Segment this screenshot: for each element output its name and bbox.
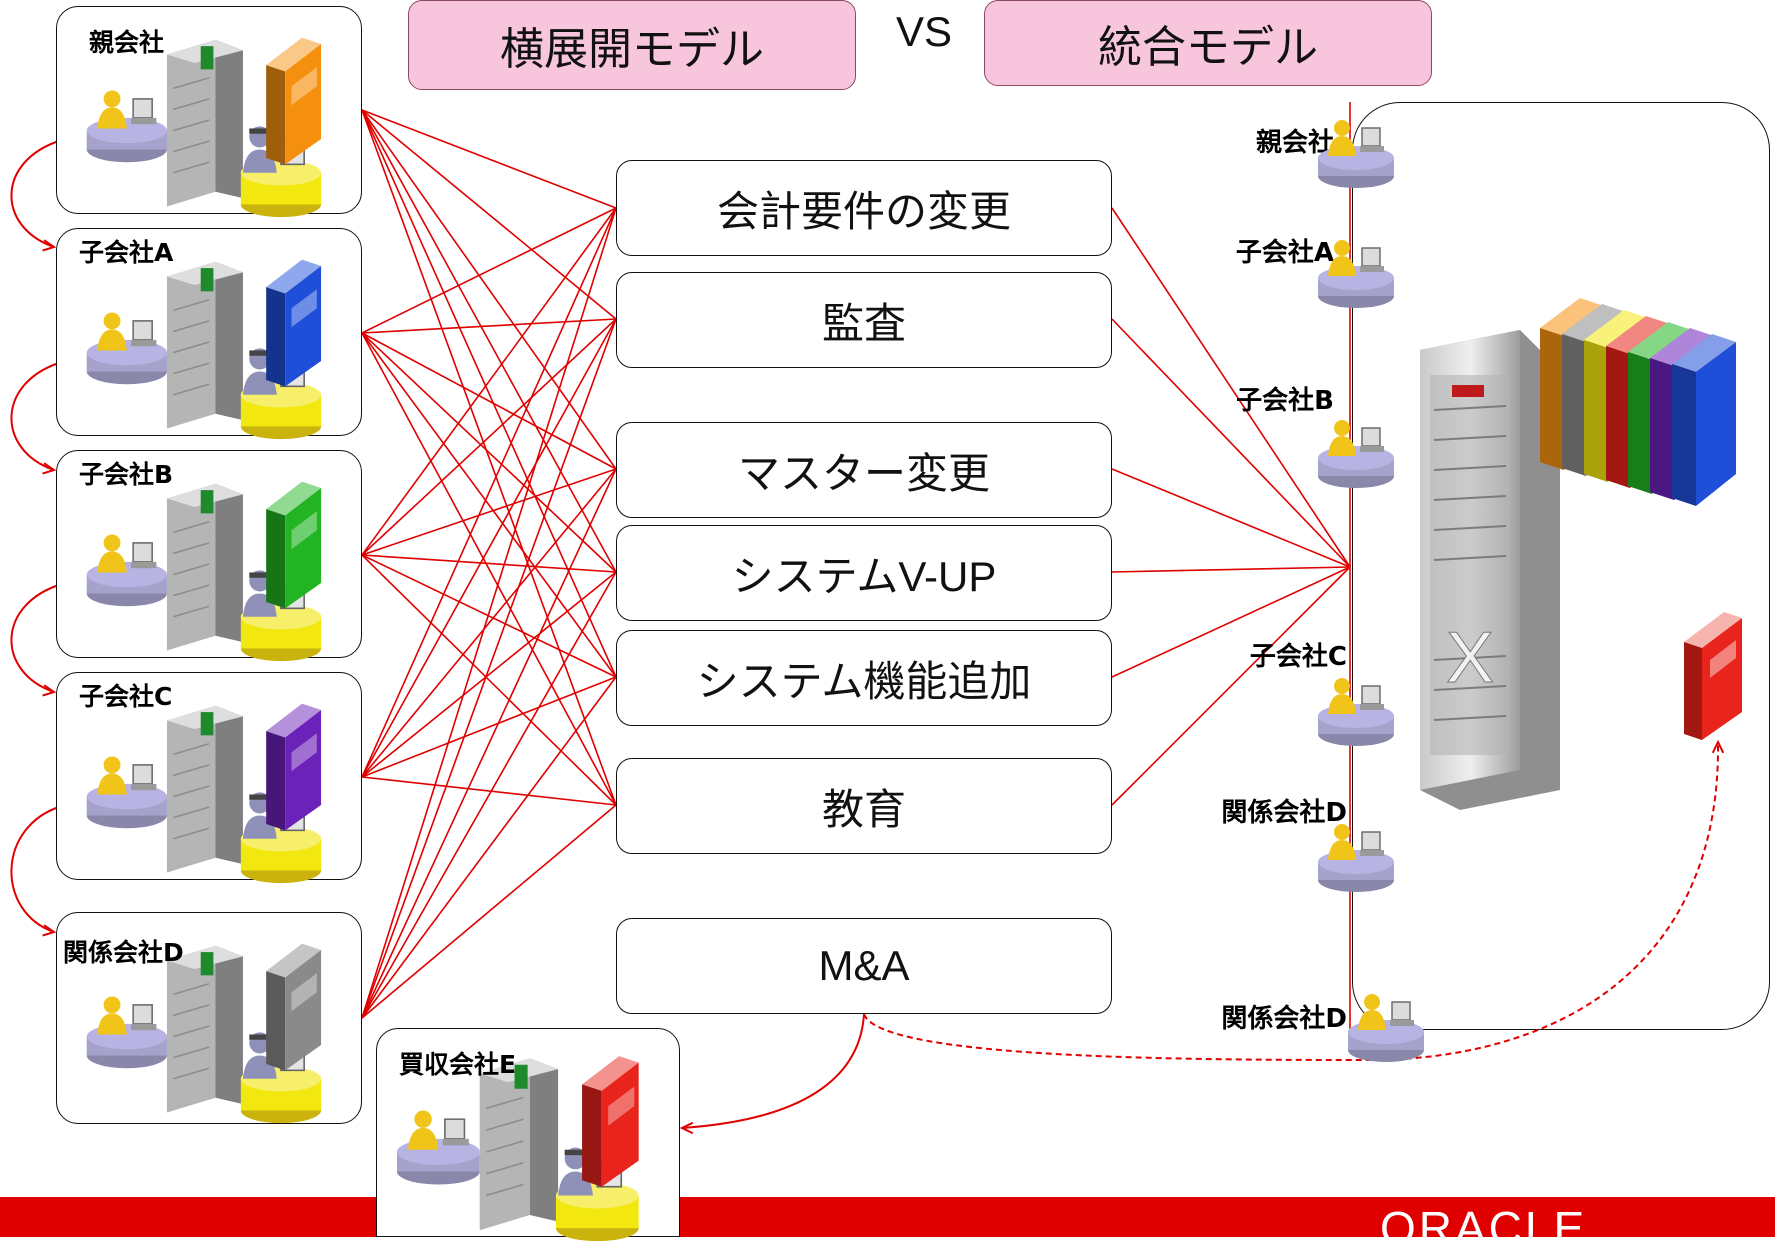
succession-arrowhead [42,239,57,252]
horizontal-model-title: 横展開モデル [408,0,856,90]
company-system-icon [86,943,322,1124]
horizontal-link-line [361,804,617,1019]
horizontal-link-line [361,318,617,556]
oracle-logo: ORACLE [1380,1202,1588,1254]
right-user-label: 子会社A [1235,238,1334,268]
horizontal-link-line [361,776,617,806]
m-and-a-arrow [681,1013,865,1129]
integrated-link-line [1111,207,1351,568]
integrated-model-title: 統合モデル [984,0,1432,86]
horizontal-link-line [361,468,617,1019]
horizontal-link-line [361,207,617,1019]
acquired-system-icon [396,1056,639,1242]
company-box: 子会社A [56,228,362,440]
company-system-icon [86,37,322,218]
company-box: 子会社C [56,672,362,884]
task-system-version-up: システムV-UP [616,525,1112,621]
horizontal-link-line [361,318,617,1019]
right-user-label: 子会社B [1236,386,1334,416]
horizontal-link-line [361,676,617,1019]
task-system-feature-add: システム機能追加 [616,630,1112,726]
horizontal-link-line [361,554,617,806]
task-accounting-change: 会計要件の変更 [616,160,1112,256]
horizontal-link-line [361,109,617,320]
horizontal-link-line [361,207,617,334]
m-and-a-arrowhead [679,1121,694,1135]
stacked-book [1672,334,1736,506]
task-m-and-a: M&A [616,918,1112,1014]
horizontal-link-line [361,332,617,470]
svg-text:X: X [1446,618,1494,698]
succession-arrow [10,139,63,248]
horizontal-link-line [361,676,617,778]
book-stack-icon [1540,298,1736,506]
company-system-icon [86,481,322,662]
succession-arrow [10,583,63,693]
task-audit: 監査 [616,272,1112,368]
horizontal-link-line [361,109,617,678]
company-system-icon [86,703,322,884]
horizontal-link-line [361,318,617,334]
horizontal-link-line [361,109,617,806]
horizontal-link-line [361,318,617,778]
company-box: 関係会社D [56,912,362,1124]
right-user-label: 親会社 [1255,128,1334,158]
company-label: 関係会社D [63,938,184,967]
company-label: 子会社A [79,238,174,267]
integrated-link-line [1111,566,1351,806]
horizontal-link-line [361,468,617,556]
acquired-company-box: 買収会社E [376,1028,680,1242]
task-education: 教育 [616,758,1112,854]
horizontal-link-line [361,207,617,556]
horizontal-link-line [361,332,617,806]
horizontal-link-line [361,468,617,778]
exadata-server-icon: X [1420,330,1560,810]
integrated-link-line [1111,468,1351,568]
new-book-icon [1684,612,1742,740]
integrated-link-line [1111,566,1351,573]
horizontal-link-line [361,207,617,778]
company-box: 子会社B [56,450,362,662]
succession-arrow [10,805,63,933]
horizontal-link-line [361,109,617,573]
succession-arrowhead [42,462,57,475]
succession-arrowhead [42,684,57,697]
right-user-label: 関係会社D [1221,798,1347,828]
company-system-icon [86,259,322,440]
horizontal-link-line [361,109,617,209]
horizontal-link-line [361,571,617,778]
succession-arrowhead [42,924,57,937]
succession-arrow [10,361,63,471]
integrated-link-line [1111,318,1351,568]
company-label: 子会社B [79,460,174,489]
horizontal-link-line [361,554,617,573]
horizontal-link-line [361,332,617,678]
outside-user-label: 関係会社D [1221,1004,1347,1034]
horizontal-link-line [361,571,617,1019]
company-label: 親会社 [89,28,165,57]
company-box: 親会社 [56,6,362,218]
horizontal-link-line [361,554,617,678]
integration-arrowhead [1711,739,1725,754]
right-user-label: 子会社C [1249,642,1347,672]
vs-label: VS [896,8,953,55]
task-master-change: マスター変更 [616,422,1112,518]
integrated-link-line [1111,566,1351,678]
acquired-company-label: 買収会社E [399,1050,517,1079]
company-label: 子会社C [79,682,173,711]
footer-bar [0,1197,1775,1237]
horizontal-link-line [361,109,617,470]
horizontal-link-line [361,332,617,573]
